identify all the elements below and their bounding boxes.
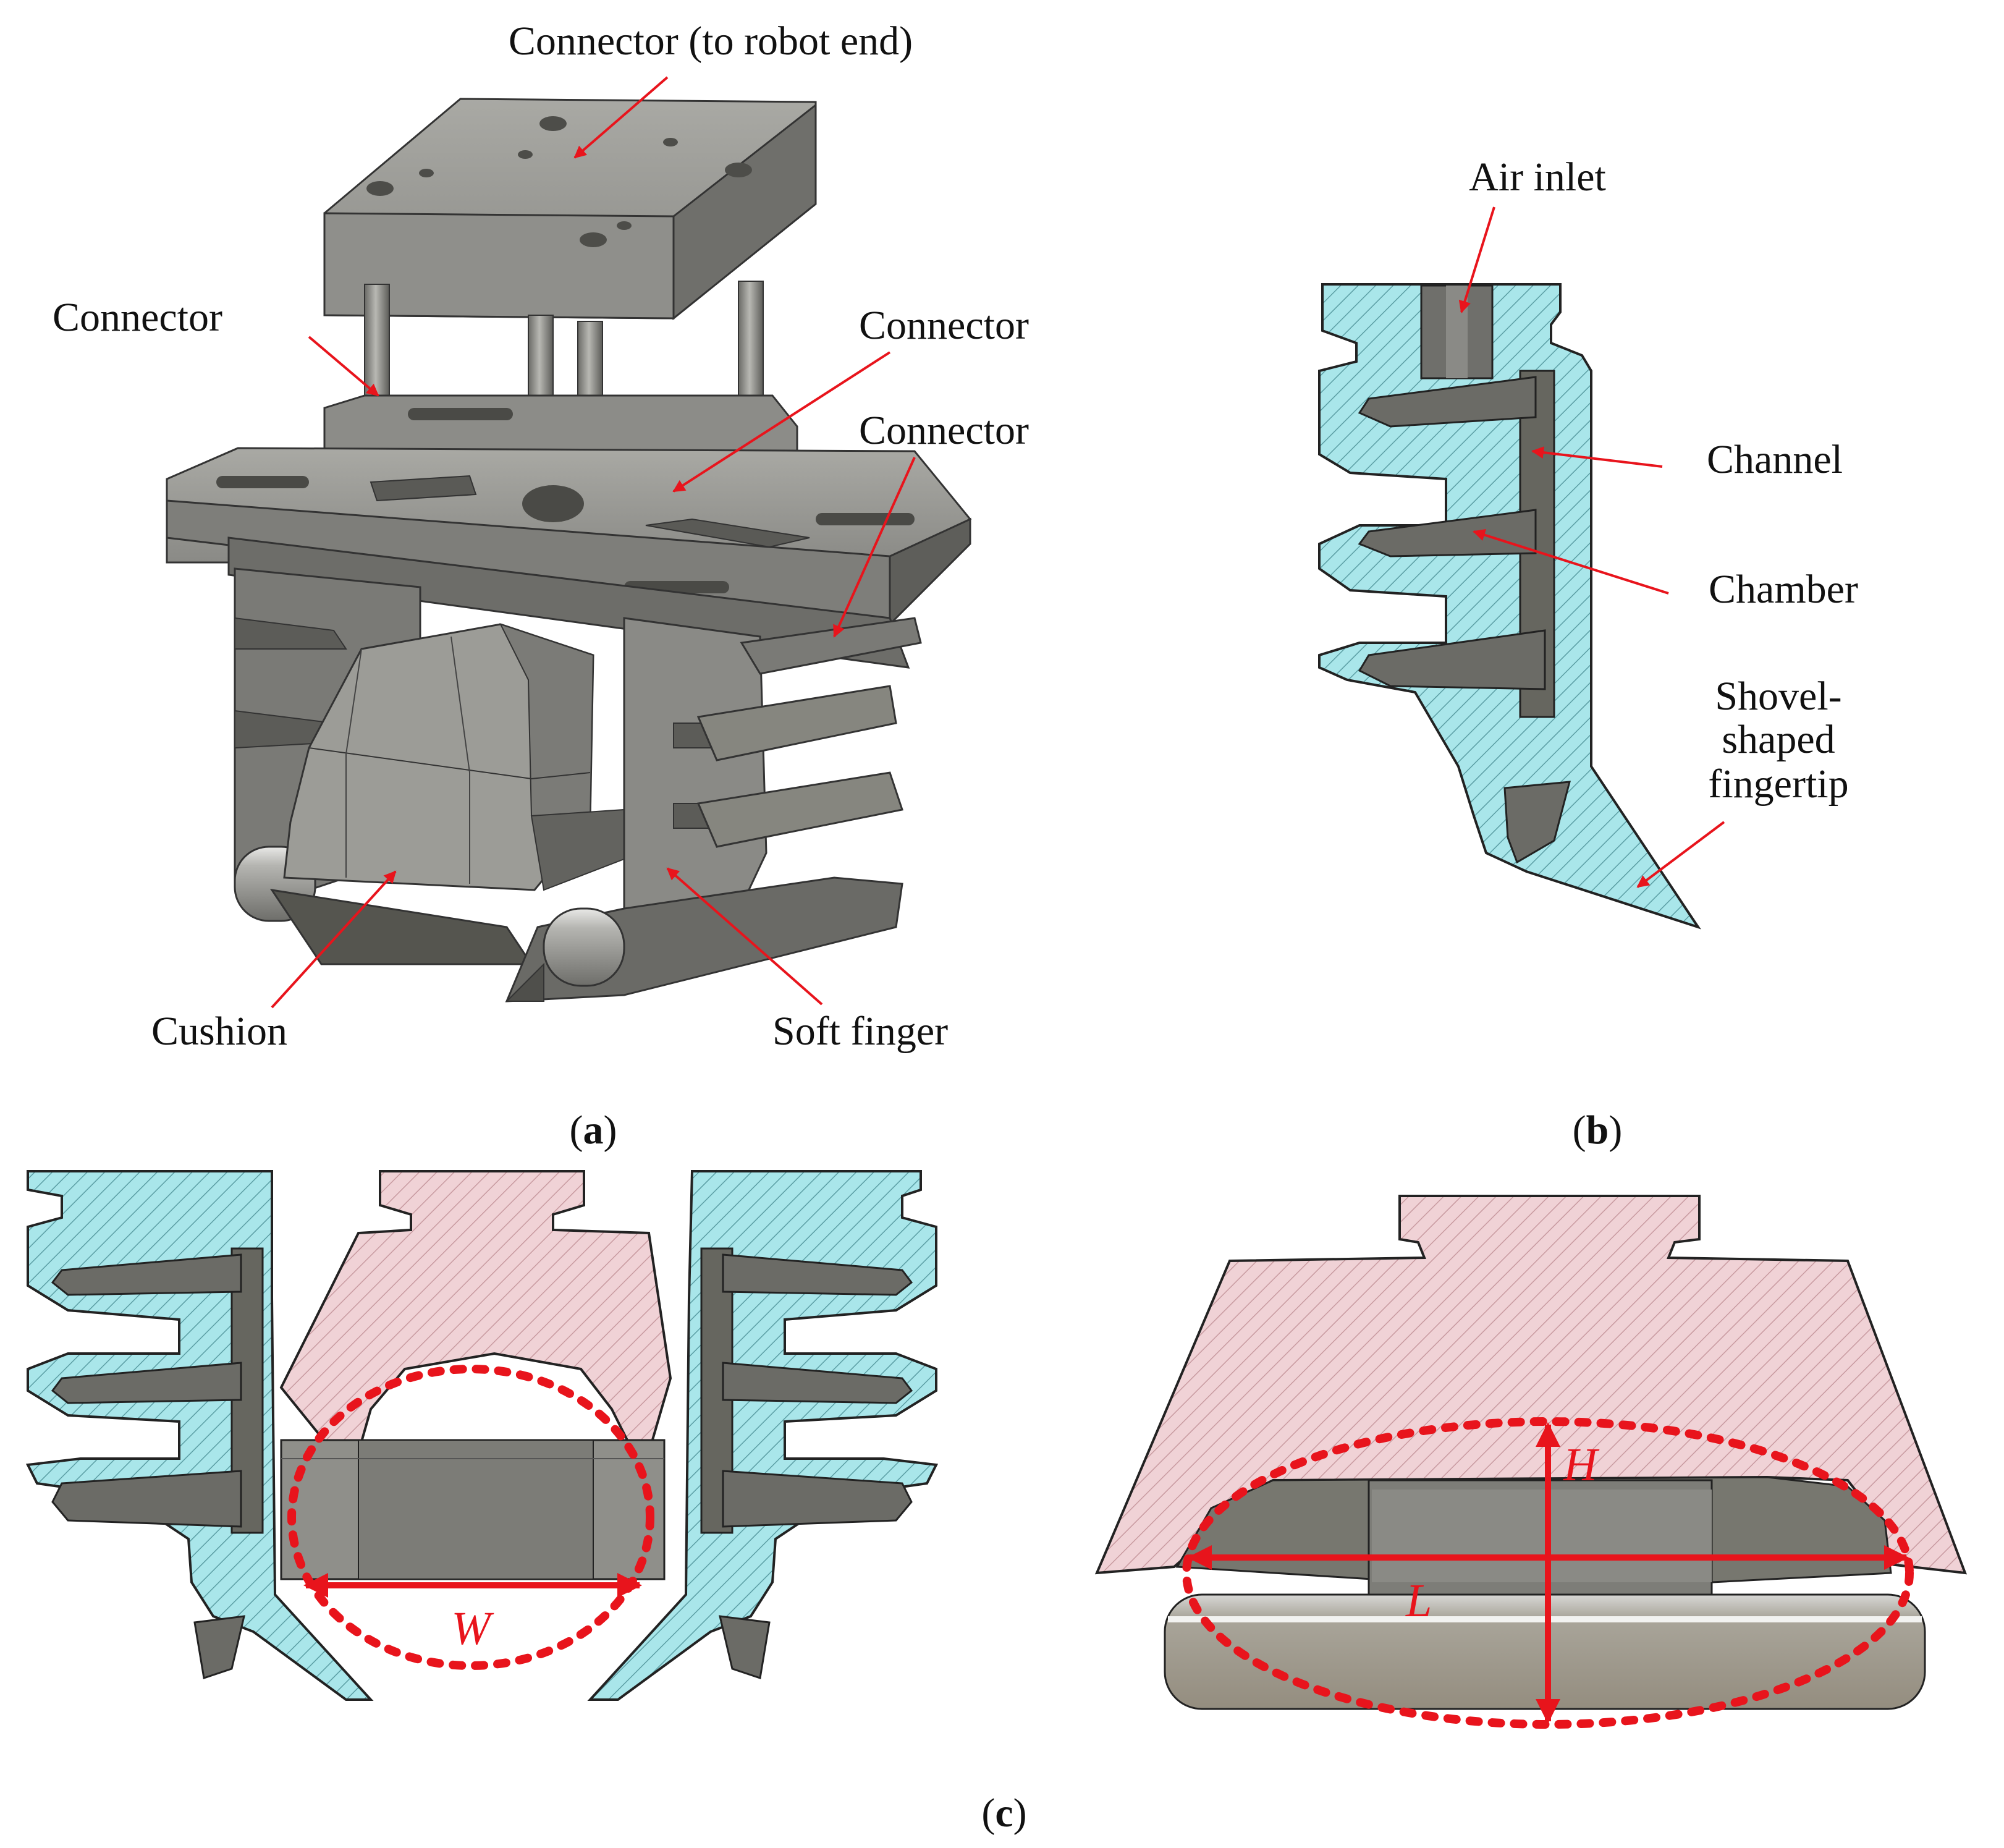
arrow-connector-left [308, 336, 379, 397]
panel-c-left-section [25, 1170, 939, 1701]
label-fingertip-3: fingertip [1708, 761, 1848, 807]
label-chamber: Chamber [1709, 567, 1858, 612]
arrow-connector-right-lower [833, 457, 916, 638]
caption-c: (c) [981, 1791, 1026, 1836]
finger-ribs [696, 685, 897, 761]
arrow-air-inlet [1458, 206, 1495, 313]
dashed-ellipse-w [287, 1365, 654, 1670]
label-connector-left: Connector [53, 295, 222, 340]
plate-holes [366, 116, 752, 247]
arrow-connector-right-upper [672, 351, 891, 493]
panel-b-section [1318, 283, 1701, 930]
tip-cavity [1503, 781, 1571, 864]
cushion-section-left [279, 1170, 672, 1454]
label-soft-finger: Soft finger [772, 1009, 948, 1054]
label-connector-top: Connector (to robot end) [509, 19, 913, 64]
chamber-3 [1358, 629, 1546, 690]
arrow-fingertip [1636, 821, 1725, 888]
panel-a-render [166, 98, 972, 1002]
arrow-chamber [1473, 528, 1669, 595]
mid-plate-side [889, 517, 971, 627]
dim-label-w: W [451, 1603, 494, 1655]
caption-b: (b) [1573, 1108, 1623, 1153]
label-connector-right-upper: Connector [859, 303, 1029, 348]
roller-right [543, 907, 625, 987]
finger-section-left [25, 1170, 374, 1701]
label-cushion: Cushion [151, 1009, 287, 1054]
finger-section-body [1318, 283, 1701, 930]
finger-section-right [587, 1170, 939, 1701]
arrow-connector-top [573, 76, 669, 159]
slot-holes [216, 408, 915, 593]
dim-label-l: L [1405, 1575, 1432, 1627]
caption-a: (a) [570, 1108, 617, 1153]
dashed-ellipse-hl [1182, 1417, 1914, 1729]
top-plate-side [672, 103, 817, 321]
label-channel: Channel [1707, 437, 1843, 482]
arrow-cushion [271, 870, 397, 1009]
arrow-channel [1531, 446, 1663, 468]
label-fingertip-2: shaped [1722, 717, 1835, 762]
chamber-1 [1358, 376, 1537, 428]
label-fingertip-1: Shovel- [1715, 674, 1841, 719]
chamber-2 [1358, 509, 1537, 557]
panel-c-right-section [1094, 1195, 1968, 1710]
cushion-base [530, 808, 625, 891]
label-air-inlet: Air inlet [1469, 155, 1606, 200]
label-connector-right-lower: Connector [859, 408, 1029, 453]
arrow-soft-finger [666, 867, 823, 1006]
dim-label-h: H [1563, 1439, 1600, 1491]
